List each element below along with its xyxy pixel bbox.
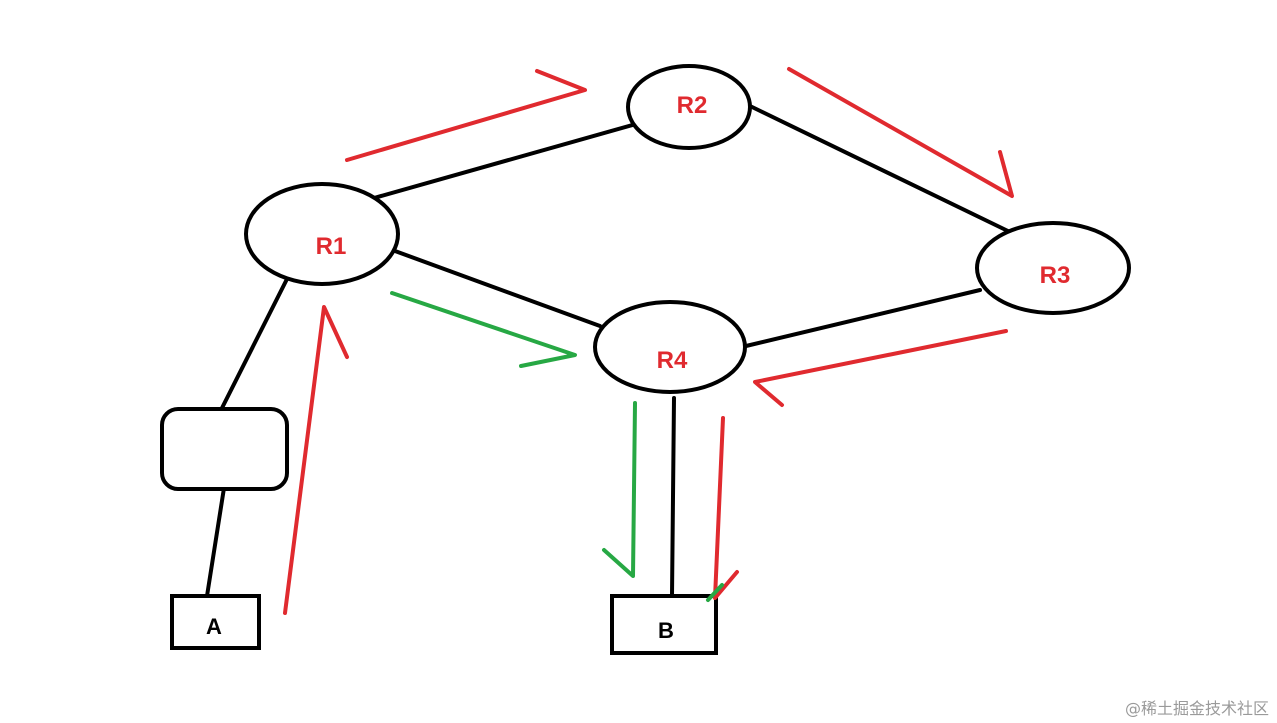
link-r1-r2 [372,122,638,200]
green-arrow-r4-to-b [602,401,637,578]
router-r3: R3 [975,221,1131,315]
green-path [390,291,724,602]
red-arrow-r1-to-r2 [345,69,587,162]
router-r2-label: R2 [677,92,708,119]
router-r3-label: R3 [1040,262,1071,289]
switch-box [160,407,289,491]
red-arrow-a-to-r1 [283,305,349,615]
watermark-text: @稀土掘金技术社区 [1124,699,1269,718]
host-b-label: B [658,618,674,643]
link-switch-a [205,486,226,598]
router-r4-label: R4 [657,347,688,374]
router-r1: R1 [244,182,400,286]
host-a: A [170,594,261,650]
link-r1-switch [220,275,290,410]
green-arrow-r1-to-r4 [390,291,577,368]
router-r1-label: R1 [316,233,347,260]
red-arrow-r4-to-b [713,416,739,600]
link-r4-b [670,396,676,598]
red-arrow-r3-to-r4 [753,329,1008,407]
link-r2-r3 [748,104,1012,234]
link-r1-r4 [393,249,602,328]
link-r4-r3 [744,288,982,348]
green-mark-near-b [706,583,724,602]
red-path [283,67,1014,615]
red-arrow-r2-to-r3 [787,67,1014,198]
host-a-label: A [206,614,222,639]
host-b: B [610,594,718,655]
links [205,104,1012,598]
router-r2: R2 [626,64,752,150]
router-r4: R4 [593,300,747,394]
